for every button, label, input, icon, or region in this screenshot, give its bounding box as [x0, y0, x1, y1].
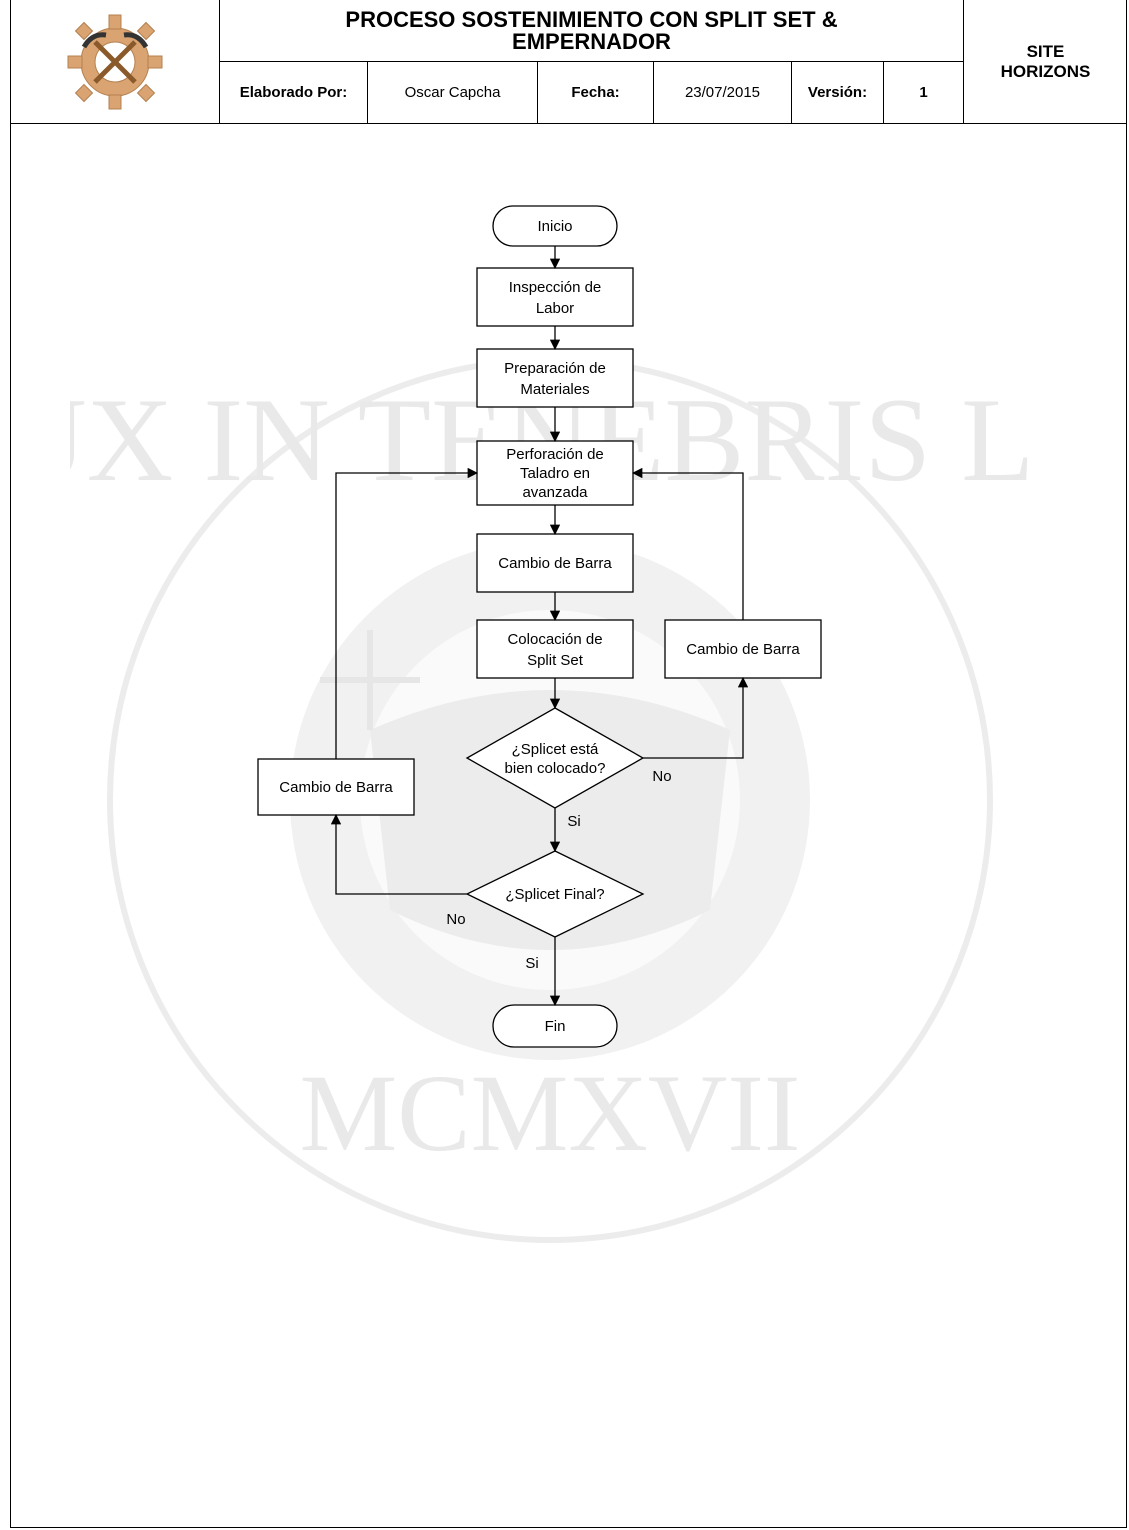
cambio-barra-center-box [476, 533, 634, 593]
label-no-1: No [652, 768, 671, 785]
arrow-cambio-left-perforacion [335, 467, 479, 759]
perforacion-label-3: avanzada [522, 484, 588, 501]
cambio-barra-right-box [664, 619, 822, 679]
label-si-2: Si [525, 955, 538, 972]
arrow-cambio-right-perforacion [631, 467, 744, 620]
colocacion-label-1: Colocación de [507, 631, 602, 648]
fecha-value: 23/07/2015 [654, 62, 792, 124]
inspeccion-label-2: Labor [536, 300, 574, 317]
version-label: Versión: [792, 62, 884, 124]
cambio-left-label: Cambio de Barra [279, 779, 393, 796]
document-header: PROCESO SOSTENIMIENTO CON SPLIT SET & EM… [10, 0, 1129, 124]
cambio-right-label: Cambio de Barra [686, 641, 800, 658]
decision-bien-colocado [465, 707, 645, 809]
inspeccion-label-1: Inspección de [509, 279, 602, 296]
preparacion-box [476, 348, 634, 408]
page-frame [10, 0, 1127, 1528]
fecha-label: Fecha: [538, 62, 654, 124]
watermark-year: MCMXVII [299, 1052, 800, 1174]
cambio-barra-left-box [257, 758, 415, 816]
elaborado-label: Elaborado Por: [220, 62, 368, 124]
decision1-label-2: bien colocado? [505, 760, 606, 777]
site-cell: SITE HORIZONS [964, 0, 1127, 124]
preparacion-label-1: Preparación de [504, 360, 606, 377]
title-line-1: PROCESO SOSTENIMIENTO CON SPLIT SET & [345, 6, 838, 32]
perforacion-label-1: Perforación de [506, 446, 604, 463]
label-no-2: No [446, 911, 465, 928]
arrow-decision2-no-left [330, 813, 467, 895]
inspeccion-box [476, 267, 634, 327]
arrow-decision1-no-right [643, 676, 749, 759]
document-title: PROCESO SOSTENIMIENTO CON SPLIT SET & EM… [220, 0, 964, 62]
cambio-center-label: Cambio de Barra [498, 555, 612, 572]
site-line-2: HORIZONS [1000, 61, 1091, 81]
preparacion-label-2: Materiales [520, 381, 589, 398]
perforacion-label-2: Taladro en [520, 465, 590, 482]
colocacion-box [476, 619, 634, 679]
crossed-pickaxes-gear-icon [67, 14, 162, 109]
colocacion-label-2: Split Set [527, 652, 584, 669]
decision2-label: ¿Splicet Final? [505, 886, 604, 903]
elaborado-value: Oscar Capcha [368, 62, 538, 124]
site-line-1: SITE [1026, 41, 1065, 61]
end-label: Fin [545, 1018, 566, 1035]
version-value: 1 [884, 62, 964, 124]
label-si-1: Si [567, 813, 580, 830]
start-label: Inicio [537, 218, 572, 235]
decision1-label-1: ¿Splicet está [512, 741, 599, 758]
title-line-2: EMPERNADOR [512, 28, 671, 54]
logo-cell [10, 0, 220, 124]
